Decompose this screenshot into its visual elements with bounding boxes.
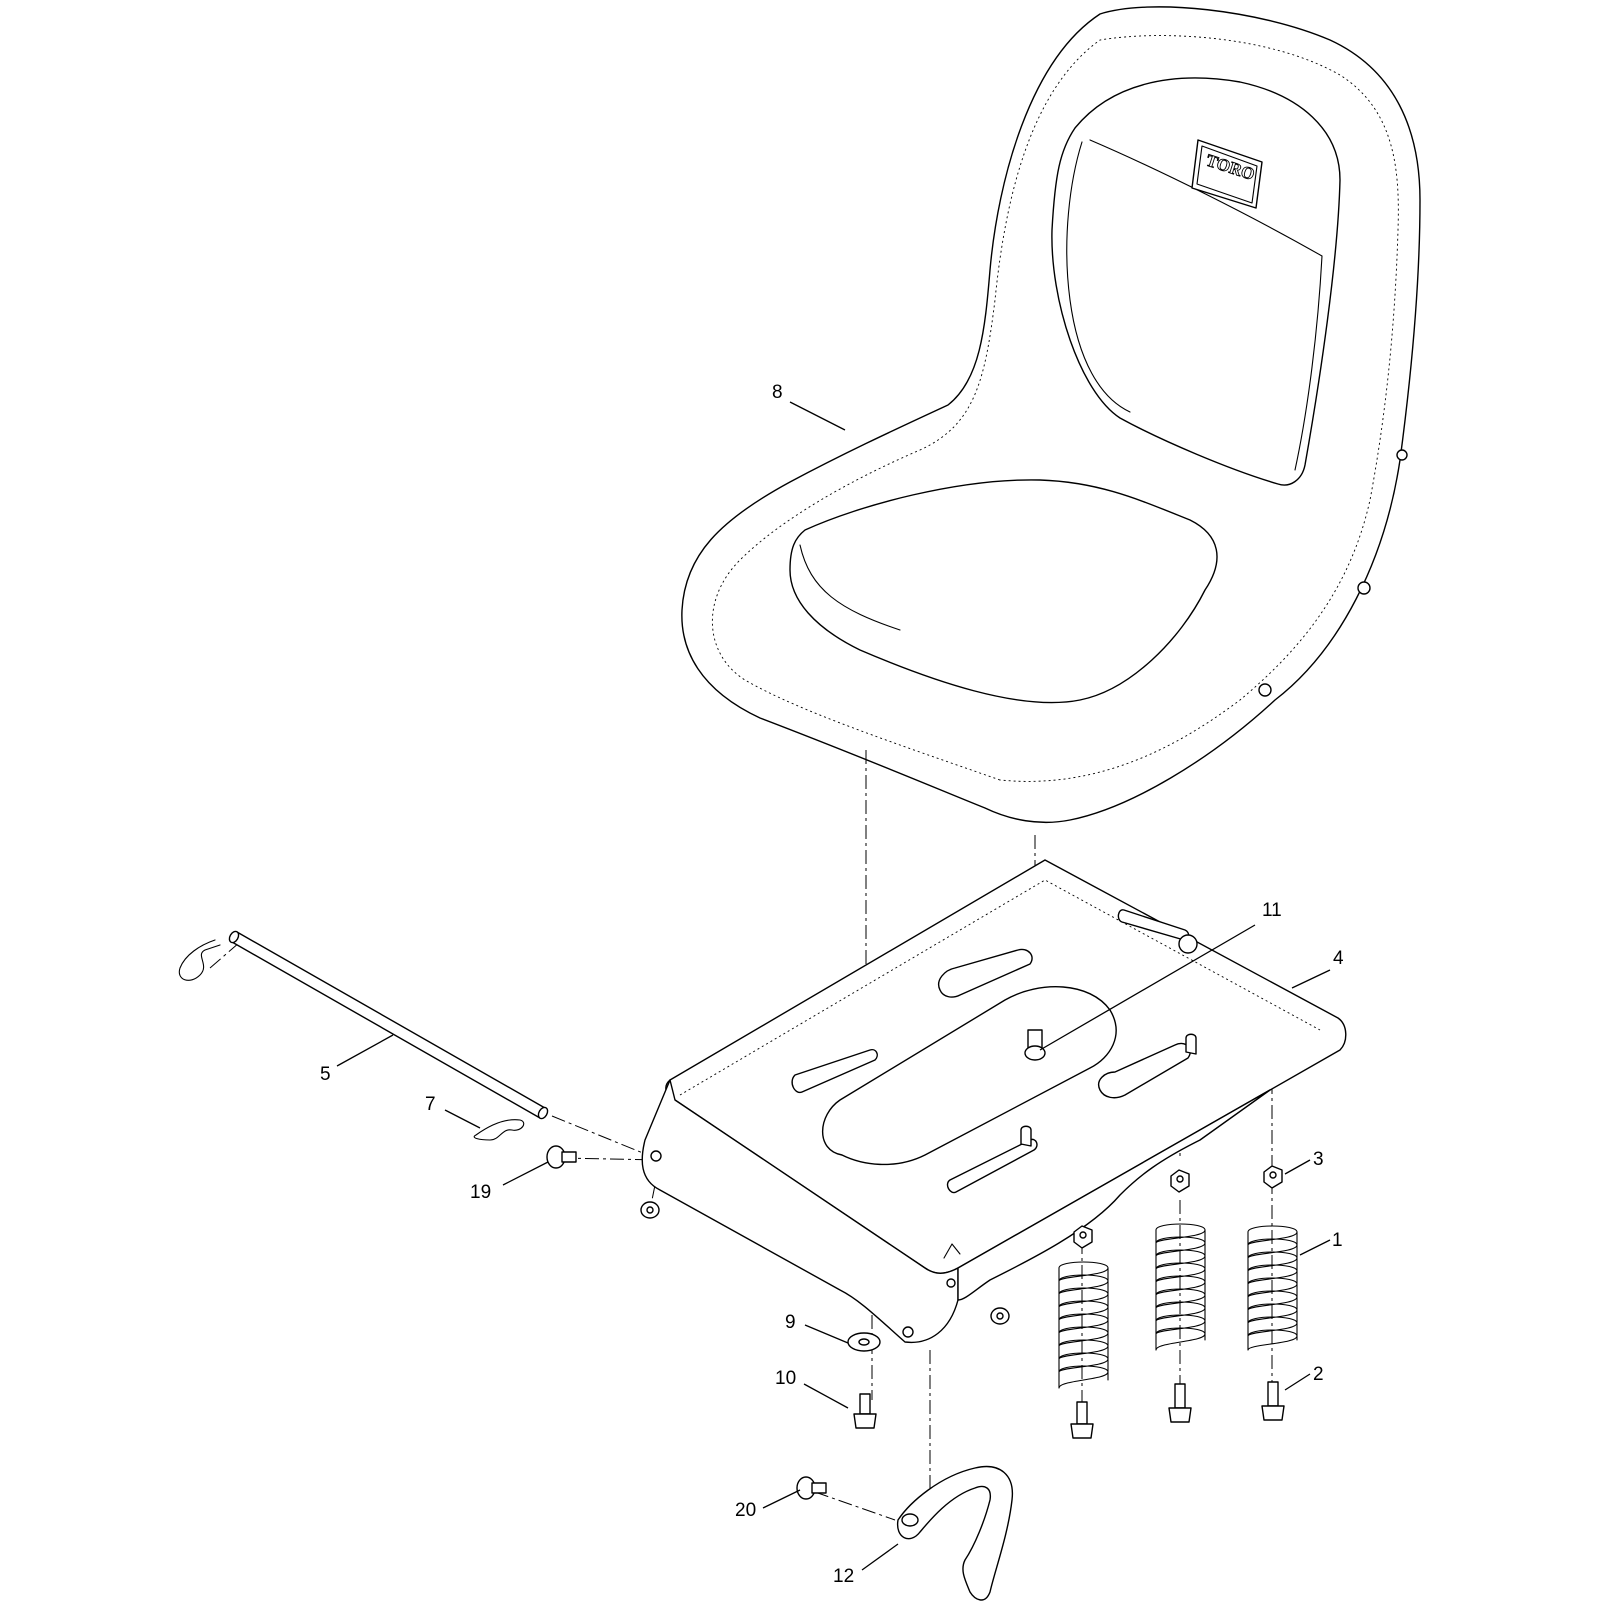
callout-9: 9 [785,1312,849,1344]
callouts: 1 2 3 4 5 7 8 9 [320,382,1344,1587]
nut-3 [1073,1225,1093,1249]
nut-2 [1170,1169,1190,1193]
callout-12-label: 12 [833,1566,854,1587]
spring-3 [1058,1261,1109,1389]
shoulder-bolt [546,1145,577,1169]
hex-bolt [853,1393,877,1429]
seat: TORO [681,6,1421,824]
callout-4: 4 [1291,948,1344,989]
nut-1 [1263,1165,1283,1189]
callout-19: 19 [470,1161,549,1203]
flange-nut-left [640,1201,660,1219]
bolt-1 [1261,1381,1285,1421]
callout-8: 8 [772,382,846,431]
shoulder-bolt-lower [796,1476,827,1500]
hairpin-cotter-pin [473,1119,525,1141]
callout-11-label: 11 [1262,900,1282,921]
flat-washer [847,1332,881,1352]
toro-logo: TORO [1191,139,1263,209]
callout-1-label: 1 [1332,1230,1343,1251]
seat-plate [641,859,1347,1344]
callout-11: 11 [1039,900,1282,1051]
spring-nuts [1073,1165,1283,1249]
callout-20: 20 [735,1489,801,1521]
bolt-2 [1168,1383,1192,1423]
callout-9-label: 9 [785,1312,796,1333]
pivot-rod [228,930,549,1120]
callout-3-label: 3 [1313,1149,1324,1170]
callout-8-label: 8 [772,382,783,403]
callout-2: 2 [1284,1364,1324,1391]
callout-10: 10 [775,1368,849,1409]
hairpin-cotter-pin-top [178,939,221,981]
callout-7: 7 [425,1094,481,1129]
callout-2-label: 2 [1313,1364,1324,1385]
callout-10-label: 10 [775,1368,796,1389]
compression-springs [1058,1223,1298,1389]
callout-7-label: 7 [425,1094,436,1115]
callout-20-label: 20 [735,1500,756,1521]
callout-5: 5 [320,1034,394,1085]
callout-5-label: 5 [320,1064,331,1085]
callout-4-label: 4 [1333,948,1344,969]
stud-bolt [1024,1029,1046,1061]
spring-bolts [1070,1381,1285,1439]
callout-3: 3 [1284,1149,1324,1175]
callout-19-label: 19 [470,1182,491,1203]
spring-2 [1155,1223,1206,1351]
callout-12: 12 [833,1543,899,1587]
flange-nut-right [990,1307,1010,1325]
latch-bracket [896,1465,1014,1601]
callout-1: 1 [1299,1230,1343,1256]
spring-1 [1247,1225,1298,1351]
bolt-3 [1070,1401,1094,1439]
